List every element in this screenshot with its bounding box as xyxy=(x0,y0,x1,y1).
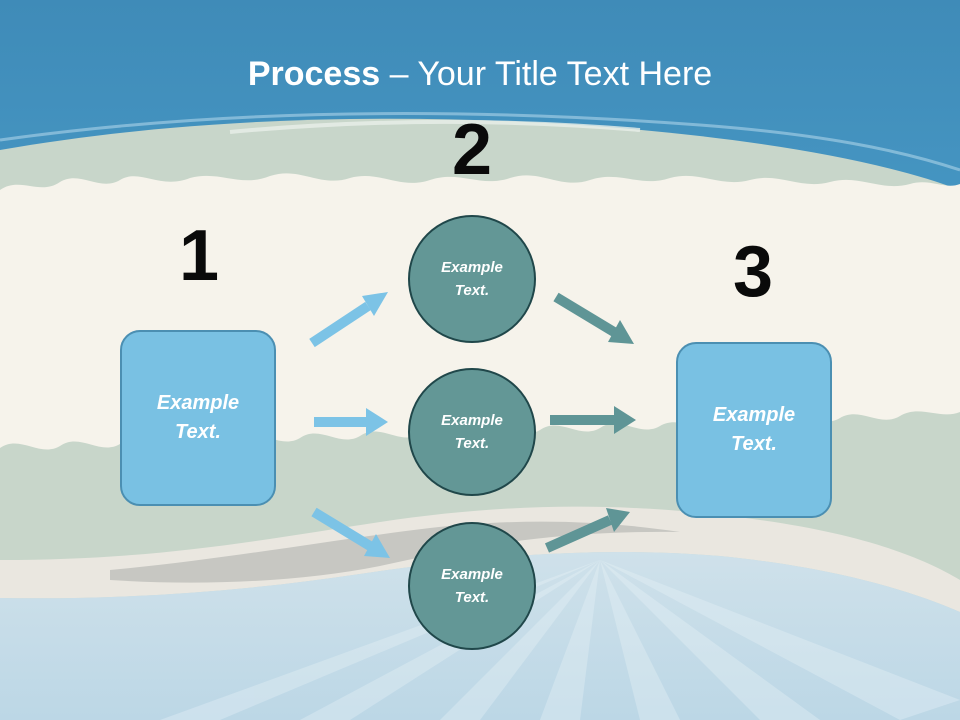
arrow-start-to-bottom xyxy=(311,507,390,558)
circle-bottom: Example Text. xyxy=(408,522,536,650)
circle-bottom-label: Example Text. xyxy=(441,566,503,606)
slide-title: Process – Your Title Text Here xyxy=(0,52,960,96)
arrow-top-to-end xyxy=(553,292,634,344)
arrow-start-to-top xyxy=(309,292,388,348)
title-rest: – Your Title Text Here xyxy=(380,55,713,93)
arrow-bottom-to-end xyxy=(544,508,630,553)
step-number-2: 2 xyxy=(451,110,493,190)
circle-top: Example Text. xyxy=(408,215,536,343)
arrow-start-to-middle xyxy=(314,408,388,436)
circle-middle: Example Text. xyxy=(408,368,536,496)
end-box-label: Example Text. xyxy=(712,404,796,455)
circle-middle-label: Example Text. xyxy=(441,412,503,452)
arrow-middle-to-end xyxy=(550,406,636,434)
end-box: Example Text. xyxy=(676,342,832,518)
step-number-3: 3 xyxy=(732,232,774,312)
circle-top-label: Example Text. xyxy=(441,259,503,299)
title-bold: Process xyxy=(247,55,381,93)
start-box-label: Example Text. xyxy=(156,392,240,443)
step-number-1: 1 xyxy=(178,216,220,296)
start-box: Example Text. xyxy=(120,330,276,506)
